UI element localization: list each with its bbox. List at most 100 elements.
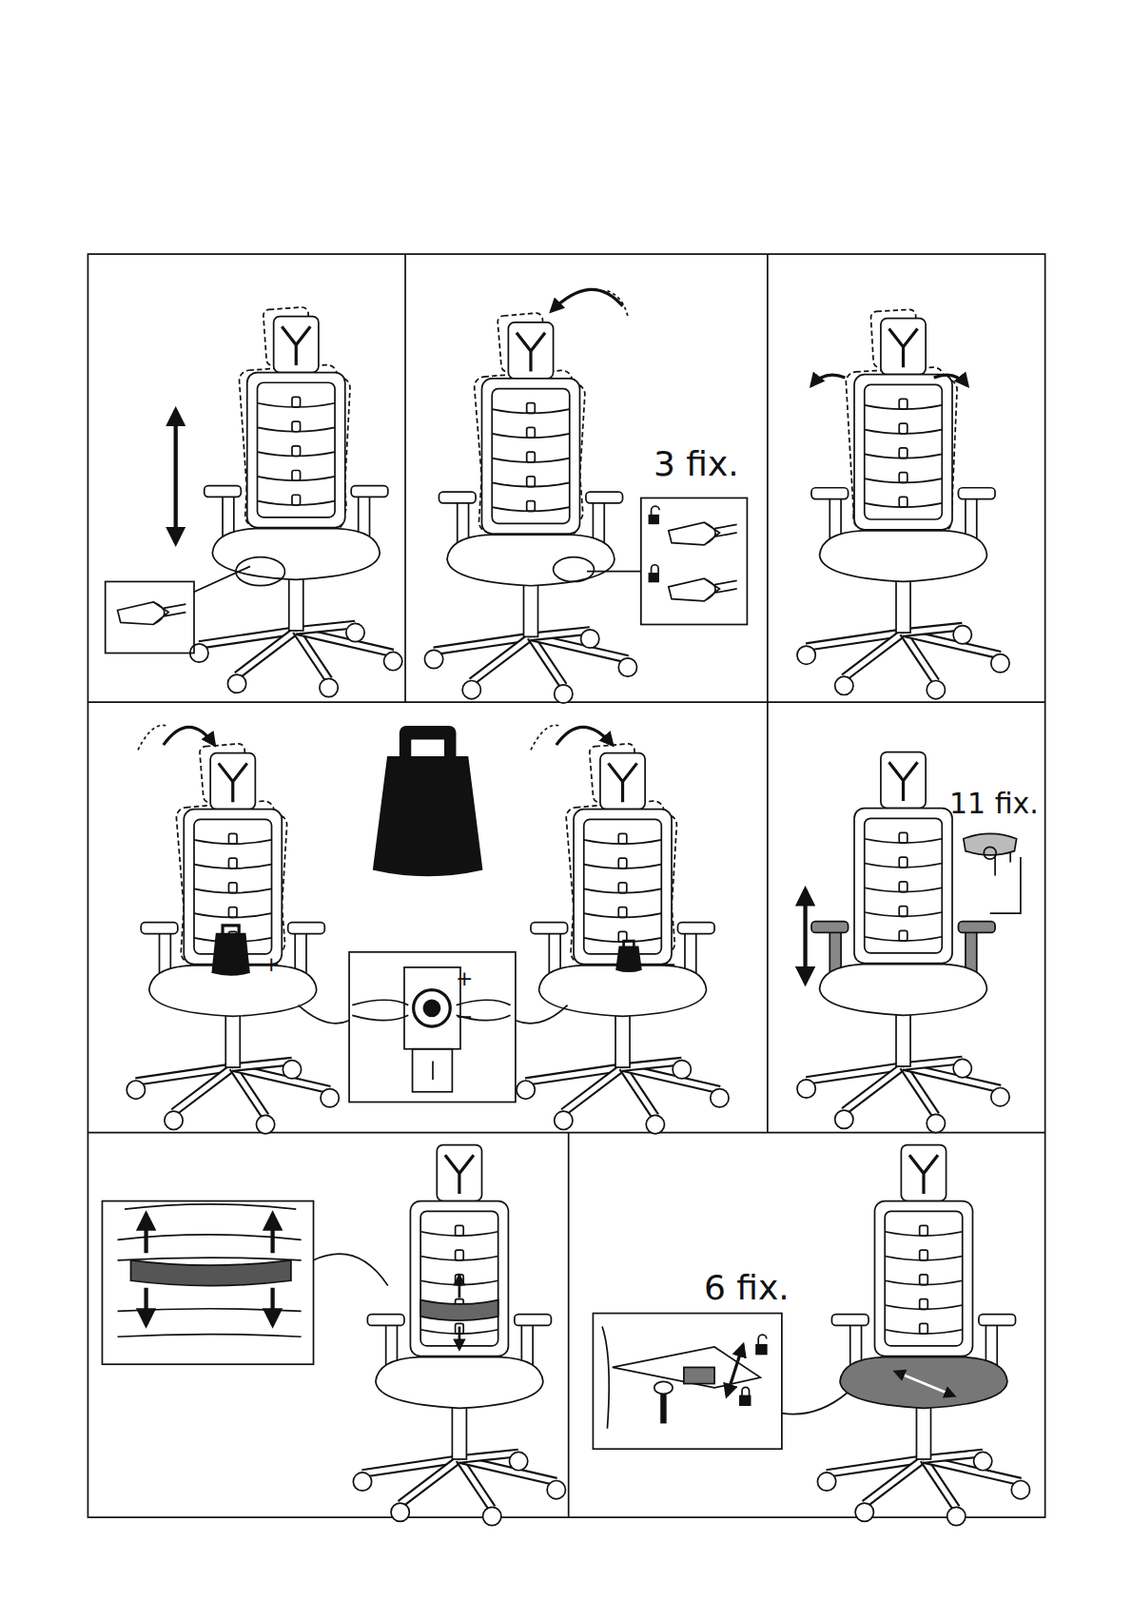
slat-clip bbox=[898, 472, 908, 484]
wheel bbox=[352, 1472, 371, 1491]
base-leg bbox=[471, 636, 531, 682]
slat-clip bbox=[618, 858, 627, 869]
base-leg bbox=[843, 1066, 903, 1112]
wheel bbox=[947, 1506, 966, 1525]
chair-drawing bbox=[797, 309, 1010, 700]
headrest bbox=[436, 1145, 482, 1202]
base-leg bbox=[923, 1459, 1021, 1483]
slat-clip bbox=[618, 907, 627, 918]
backrest-inner bbox=[257, 382, 336, 518]
base-leg bbox=[174, 1067, 234, 1113]
slat-clip bbox=[898, 496, 908, 508]
armrest-pad bbox=[831, 1314, 869, 1327]
armrest-pad bbox=[811, 921, 849, 934]
backrest-inner bbox=[420, 1210, 499, 1347]
base-leg bbox=[400, 1459, 460, 1504]
wheel bbox=[1011, 1480, 1030, 1499]
backrest bbox=[409, 1201, 508, 1357]
wheel bbox=[546, 1480, 566, 1499]
armrest-pad bbox=[677, 922, 715, 935]
wheel bbox=[255, 1114, 274, 1133]
base-leg bbox=[563, 1067, 623, 1113]
base-leg bbox=[623, 1067, 721, 1091]
wheel bbox=[991, 654, 1010, 673]
headrest-y bbox=[909, 1154, 938, 1194]
lumbar-arrow bbox=[458, 1327, 462, 1350]
headrest bbox=[900, 1145, 946, 1202]
wheel bbox=[126, 1080, 145, 1099]
base-leg bbox=[843, 1066, 903, 1112]
headrest bbox=[210, 753, 255, 810]
slat-clip bbox=[292, 470, 301, 482]
headrest-y bbox=[608, 762, 638, 802]
seat bbox=[819, 530, 988, 583]
base-leg bbox=[843, 632, 903, 678]
wheel bbox=[346, 623, 365, 642]
wheel bbox=[991, 1088, 1010, 1107]
armrest-pad bbox=[957, 921, 996, 934]
ghost-outline bbox=[565, 742, 678, 968]
armrest-pad bbox=[367, 1314, 405, 1327]
armrest-pad bbox=[530, 922, 568, 935]
base-leg bbox=[903, 1066, 1001, 1090]
headrest bbox=[600, 753, 645, 810]
wheel bbox=[424, 649, 443, 668]
backrest-inner bbox=[491, 389, 570, 525]
slat-clip bbox=[618, 882, 627, 894]
lumbar-band bbox=[420, 1300, 499, 1321]
seat bbox=[819, 964, 988, 1016]
gas-cylinder bbox=[451, 1405, 467, 1460]
callout-text: 11 fix. bbox=[949, 789, 1039, 819]
slat-clip bbox=[618, 833, 627, 844]
armrest-pad bbox=[978, 1314, 1016, 1327]
headrest bbox=[880, 318, 926, 375]
wheel bbox=[855, 1502, 874, 1522]
backrest bbox=[482, 378, 581, 534]
slat-clip bbox=[898, 857, 908, 868]
armrest-pad bbox=[957, 487, 996, 500]
chair-drawing bbox=[190, 307, 403, 698]
gas-cylinder bbox=[523, 584, 538, 638]
wheel bbox=[797, 1079, 816, 1098]
seat bbox=[447, 534, 615, 586]
gas-cylinder bbox=[896, 579, 911, 633]
wheel bbox=[835, 1110, 854, 1129]
slat-clip bbox=[228, 882, 237, 894]
base-leg bbox=[459, 1459, 557, 1483]
armrest-pad bbox=[140, 922, 178, 935]
slat-clip bbox=[526, 476, 536, 488]
slat-clip bbox=[919, 1299, 929, 1310]
armrest-pad bbox=[204, 486, 242, 498]
base-leg bbox=[233, 1067, 331, 1091]
base-leg bbox=[295, 630, 393, 654]
armrest-pad bbox=[811, 487, 849, 500]
slat-clip bbox=[526, 451, 536, 463]
backrest-inner bbox=[884, 1210, 963, 1347]
base-leg bbox=[864, 1459, 924, 1504]
wheel bbox=[554, 1111, 573, 1130]
base-leg bbox=[236, 630, 296, 676]
wheel bbox=[974, 1451, 993, 1470]
slat-clip bbox=[898, 448, 908, 459]
base-leg bbox=[903, 632, 1001, 656]
chair-drawing bbox=[126, 742, 339, 1133]
seat bbox=[375, 1357, 544, 1409]
slat-clip bbox=[919, 1323, 929, 1334]
slat-clip bbox=[898, 906, 908, 918]
slat-clip bbox=[228, 907, 237, 918]
base-leg bbox=[864, 1459, 924, 1504]
base-leg bbox=[236, 630, 296, 676]
ghost-outline bbox=[238, 307, 352, 532]
chair-drawing bbox=[516, 742, 729, 1133]
headrest-y bbox=[889, 761, 918, 801]
headrest bbox=[507, 322, 553, 379]
slat-clip bbox=[898, 881, 908, 893]
slat-clip bbox=[292, 421, 301, 432]
gas-cylinder bbox=[615, 1014, 630, 1068]
details bbox=[101, 289, 1020, 1449]
wheel bbox=[581, 629, 600, 648]
backrest bbox=[247, 372, 346, 528]
wheel bbox=[227, 674, 246, 693]
slat-clip bbox=[898, 832, 908, 843]
wheel bbox=[672, 1060, 691, 1079]
